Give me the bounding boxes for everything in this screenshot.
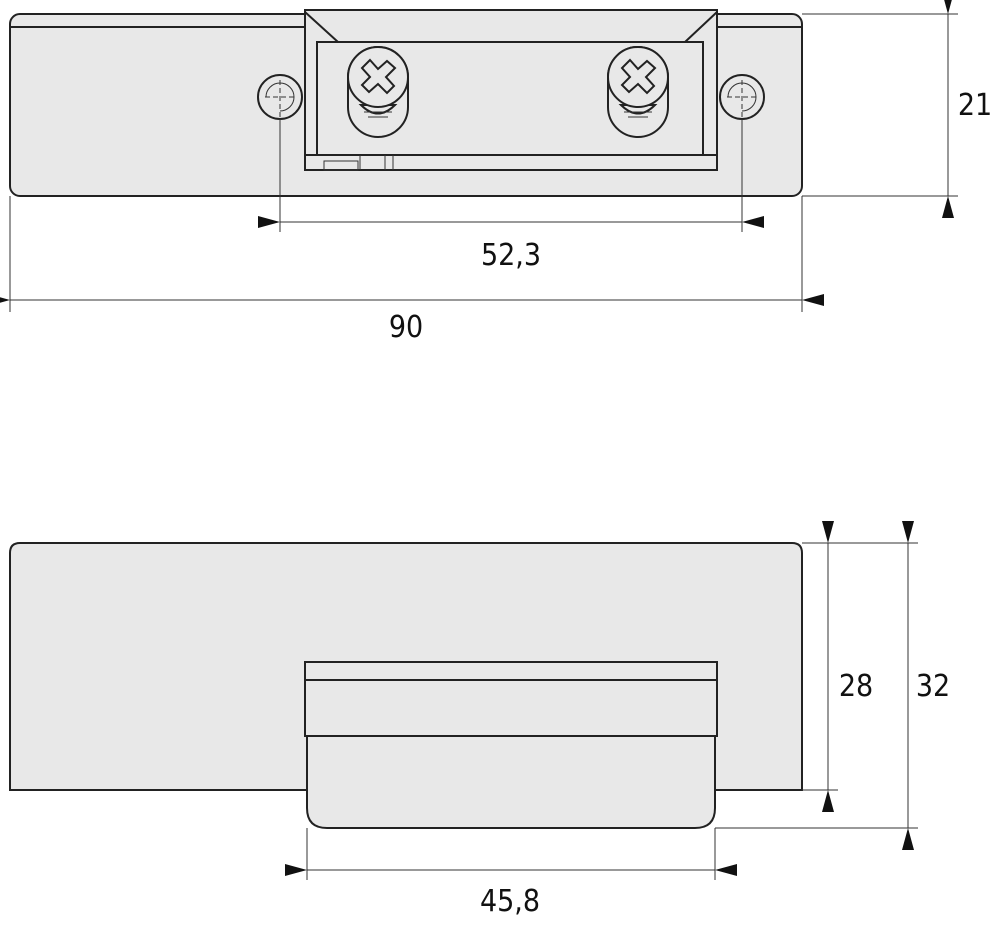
- adjusting-screw-right: [607, 46, 669, 138]
- phillips-screw-icon: [620, 58, 657, 95]
- adjusting-screw-left: [347, 46, 409, 138]
- phillips-screw-icon: [360, 58, 397, 95]
- side-view-strike-body: [9, 542, 803, 829]
- dimension-label: 28: [839, 669, 873, 704]
- latch-lip: [306, 735, 716, 829]
- dimension-label: 21: [958, 88, 992, 123]
- dimension-height-28: 28: [802, 521, 918, 812]
- dimension-height-21: 21: [802, 0, 992, 218]
- dimension-label: 90: [389, 310, 423, 345]
- dimension-label: 45,8: [480, 884, 540, 919]
- dimension-length-90: 90: [0, 196, 824, 345]
- dimension-label: 52,3: [481, 238, 541, 273]
- latch-block: [304, 661, 718, 737]
- dimension-height-32: 32: [715, 521, 950, 850]
- dimension-latch-width: 45,8: [285, 828, 737, 919]
- dimension-label: 32: [916, 669, 950, 704]
- top-view-strike-plate: [9, 9, 803, 232]
- dimension-hole-spacing: 52,3: [258, 216, 764, 273]
